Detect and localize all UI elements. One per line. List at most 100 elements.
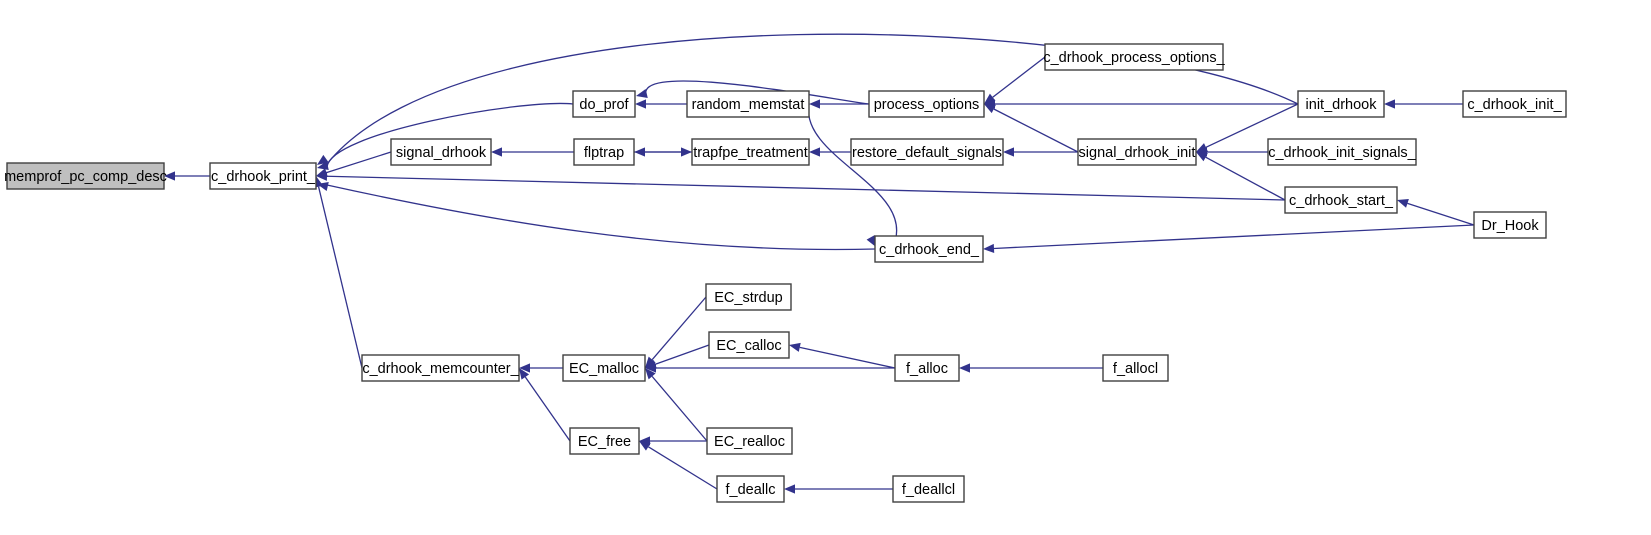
arrow-head: [636, 89, 648, 98]
call-edge-c_drhook_start_-to-c_drhook_print_: [326, 175, 1286, 201]
node-signal_drhook_init[interactable]: signal_drhook_init: [1077, 138, 1197, 166]
arrow-head: [519, 368, 530, 380]
node-box-trapfpe_treatment[interactable]: [691, 138, 810, 166]
arrow-head: [635, 99, 646, 109]
node-box-init_drhook[interactable]: [1297, 90, 1385, 118]
node-f_alloc[interactable]: f_alloc: [894, 354, 960, 382]
node-layer: memprof_pc_comp_desc c_drhook_print_ signa…: [4, 43, 1567, 503]
node-box-c_drhook_process_options_[interactable]: [1044, 43, 1224, 71]
arrow-head: [984, 104, 996, 114]
call-edge-EC_free-to-c_drhook_memcounter_: [524, 376, 571, 442]
call-edge-Dr_Hook-to-c_drhook_end_: [993, 224, 1475, 250]
call-edge-f_alloc-to-EC_calloc: [799, 346, 896, 369]
node-EC_strdup[interactable]: EC_strdup: [705, 283, 792, 311]
arrow-head: [784, 484, 795, 494]
node-c_drhook_process_options_[interactable]: c_drhook_process_options_: [1043, 43, 1226, 71]
node-c_drhook_init_[interactable]: c_drhook_init_: [1462, 90, 1567, 118]
node-do_prof[interactable]: do_prof: [572, 90, 636, 118]
call-edge-Dr_Hook-to-c_drhook_start_: [1407, 202, 1475, 226]
node-box-random_memstat[interactable]: [686, 90, 810, 118]
node-memprof_pc_comp_desc[interactable]: memprof_pc_comp_desc: [4, 162, 167, 190]
node-EC_malloc[interactable]: EC_malloc: [562, 354, 646, 382]
arrow-head: [519, 363, 530, 373]
arrow-head: [959, 363, 970, 373]
call-edge-do_prof-to-c_drhook_print_: [326, 102, 574, 168]
node-Dr_Hook[interactable]: Dr_Hook: [1473, 211, 1547, 239]
node-EC_free[interactable]: EC_free: [569, 427, 640, 455]
arrow-head: [983, 243, 995, 254]
call-edge-EC_realloc-to-EC_malloc: [651, 375, 708, 442]
node-box-c_drhook_init_signals_[interactable]: [1267, 138, 1417, 166]
node-flptrap[interactable]: flptrap: [573, 138, 635, 166]
node-c_drhook_end_[interactable]: c_drhook_end_: [874, 235, 984, 263]
call-edge-c_drhook_start_-to-signal_drhook_init: [1205, 156, 1286, 201]
call-edge-EC_calloc-to-EC_malloc: [655, 344, 710, 365]
node-box-Dr_Hook[interactable]: [1473, 211, 1547, 239]
arrow-head: [866, 235, 876, 247]
node-EC_calloc[interactable]: EC_calloc: [708, 331, 790, 359]
call-edge-EC_strdup-to-EC_malloc: [651, 296, 707, 361]
node-random_memstat[interactable]: random_memstat: [686, 90, 810, 118]
node-box-do_prof[interactable]: [572, 90, 636, 118]
node-box-f_deallc[interactable]: [716, 475, 785, 503]
node-box-c_drhook_end_[interactable]: [874, 235, 984, 263]
node-init_drhook[interactable]: init_drhook: [1297, 90, 1385, 118]
node-box-signal_drhook[interactable]: [390, 138, 492, 166]
node-f_allocl[interactable]: f_allocl: [1102, 354, 1169, 382]
arrow-head: [789, 342, 801, 352]
arrow-head: [809, 99, 820, 109]
node-box-f_allocl[interactable]: [1102, 354, 1169, 382]
node-box-memprof_pc_comp_desc[interactable]: [6, 162, 165, 190]
node-c_drhook_memcounter_[interactable]: c_drhook_memcounter_: [361, 354, 520, 382]
arrow-head: [317, 161, 329, 170]
node-box-EC_free[interactable]: [569, 427, 640, 455]
arrow-head: [491, 147, 502, 157]
node-box-f_deallcl[interactable]: [892, 475, 965, 503]
call-edge-init_drhook-to-signal_drhook_init: [1205, 103, 1299, 148]
node-c_drhook_start_[interactable]: c_drhook_start_: [1284, 186, 1398, 214]
node-box-process_options[interactable]: [868, 90, 985, 118]
node-box-restore_default_signals[interactable]: [850, 138, 1004, 166]
arrow-head: [639, 441, 651, 451]
node-process_options[interactable]: process_options: [868, 90, 985, 118]
call-edge-c_drhook_memcounter_-to-c_drhook_print_: [317, 186, 363, 369]
arrow-head: [1384, 99, 1395, 109]
arrow-head: [164, 171, 175, 181]
node-box-EC_strdup[interactable]: [705, 283, 792, 311]
node-EC_realloc[interactable]: EC_realloc: [706, 427, 793, 455]
arrow-head: [645, 363, 656, 373]
node-signal_drhook[interactable]: signal_drhook: [390, 138, 492, 166]
arrow-head: [1196, 152, 1208, 162]
call-edge-signal_drhook-to-c_drhook_print_: [326, 151, 392, 174]
node-c_drhook_print_[interactable]: c_drhook_print_: [209, 162, 317, 190]
call-edge-c_drhook_process_options_-to-process_options: [992, 56, 1046, 98]
node-trapfpe_treatment[interactable]: trapfpe_treatment: [691, 138, 810, 166]
node-box-c_drhook_memcounter_[interactable]: [361, 354, 520, 382]
arrow-head: [681, 147, 692, 157]
node-box-EC_malloc[interactable]: [562, 354, 646, 382]
arrow-head: [1003, 147, 1014, 157]
node-restore_default_signals[interactable]: restore_default_signals: [850, 138, 1004, 166]
call-edge-f_deallc-to-EC_free: [648, 446, 718, 490]
node-c_drhook_init_signals_[interactable]: c_drhook_init_signals_: [1267, 138, 1417, 166]
call-edge-signal_drhook_init-to-process_options: [993, 108, 1079, 153]
arrow-head: [645, 368, 656, 380]
node-box-EC_realloc[interactable]: [706, 427, 793, 455]
call-edge-c_drhook_end_-to-c_drhook_print_: [326, 184, 876, 251]
node-box-flptrap[interactable]: [573, 138, 635, 166]
node-box-c_drhook_print_[interactable]: [209, 162, 317, 190]
node-box-c_drhook_start_[interactable]: [1284, 186, 1398, 214]
call-edge-random_memstat-to-c_drhook_end_: [807, 103, 898, 250]
node-box-c_drhook_init_[interactable]: [1462, 90, 1567, 118]
node-f_deallc[interactable]: f_deallc: [716, 475, 785, 503]
node-box-f_alloc[interactable]: [894, 354, 960, 382]
node-f_deallcl[interactable]: f_deallcl: [892, 475, 965, 503]
arrow-head: [1397, 199, 1409, 208]
node-box-EC_calloc[interactable]: [708, 331, 790, 359]
arrow-head: [809, 147, 820, 157]
node-box-signal_drhook_init[interactable]: [1077, 138, 1197, 166]
arrow-head: [316, 171, 328, 181]
edge-layer: [164, 33, 1475, 494]
